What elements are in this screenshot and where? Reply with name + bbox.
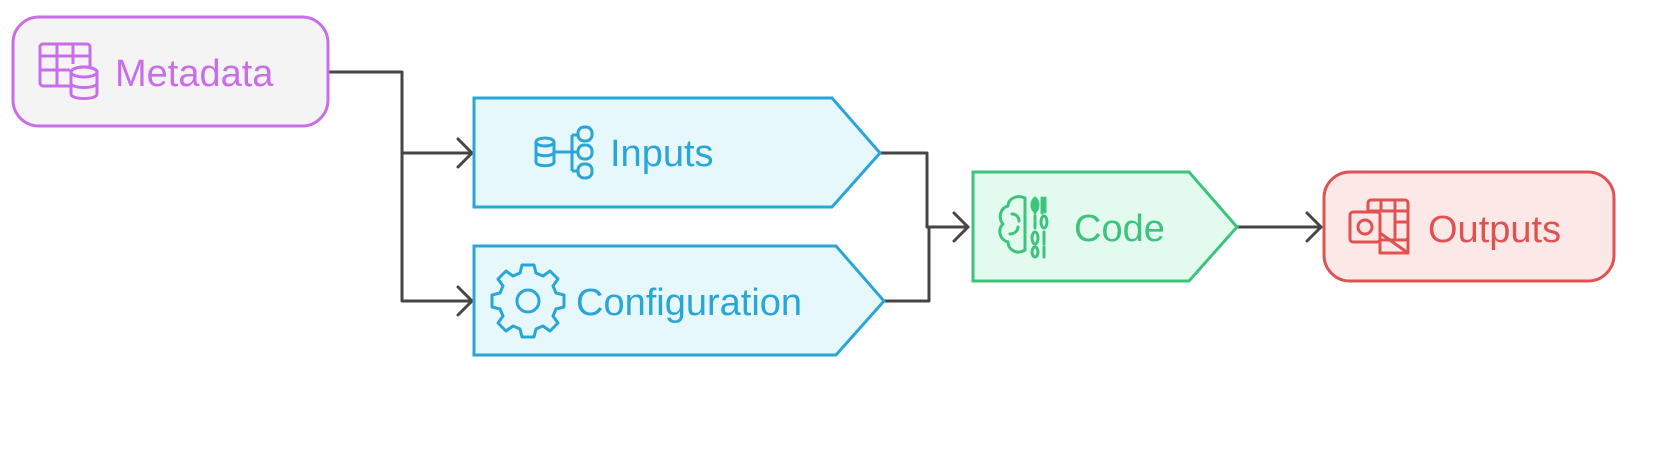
node-code: Code [971, 170, 1239, 283]
edge-configuration-to-code [882, 225, 931, 303]
edge-inputs-to-code [878, 151, 970, 229]
arrowhead-code [952, 211, 970, 243]
configuration-label: Configuration [576, 282, 802, 324]
database-tree-icon [534, 125, 594, 180]
node-outputs: Outputs [1322, 170, 1616, 283]
arrowhead-outputs [1305, 211, 1323, 243]
node-metadata: Metadata [11, 15, 330, 128]
table-database-icon [38, 42, 99, 100]
code-label: Code [1074, 208, 1165, 250]
configuration-box [472, 244, 886, 357]
node-inputs: Inputs [472, 96, 882, 209]
node-configuration: Configuration [472, 244, 886, 357]
edge-metadata-to-configuration [400, 151, 474, 303]
edge-metadata-to-inputs [327, 70, 474, 155]
arrowhead-inputs [456, 137, 474, 169]
spreadsheet-mail-icon [1348, 198, 1410, 255]
gear-icon [490, 263, 566, 339]
brain-binary-icon [998, 195, 1049, 259]
arrowhead-configuration [456, 285, 474, 317]
connectors [327, 70, 1323, 317]
metadata-label: Metadata [115, 53, 274, 95]
inputs-label: Inputs [610, 133, 714, 175]
outputs-label: Outputs [1428, 209, 1561, 251]
inputs-box [472, 96, 882, 209]
